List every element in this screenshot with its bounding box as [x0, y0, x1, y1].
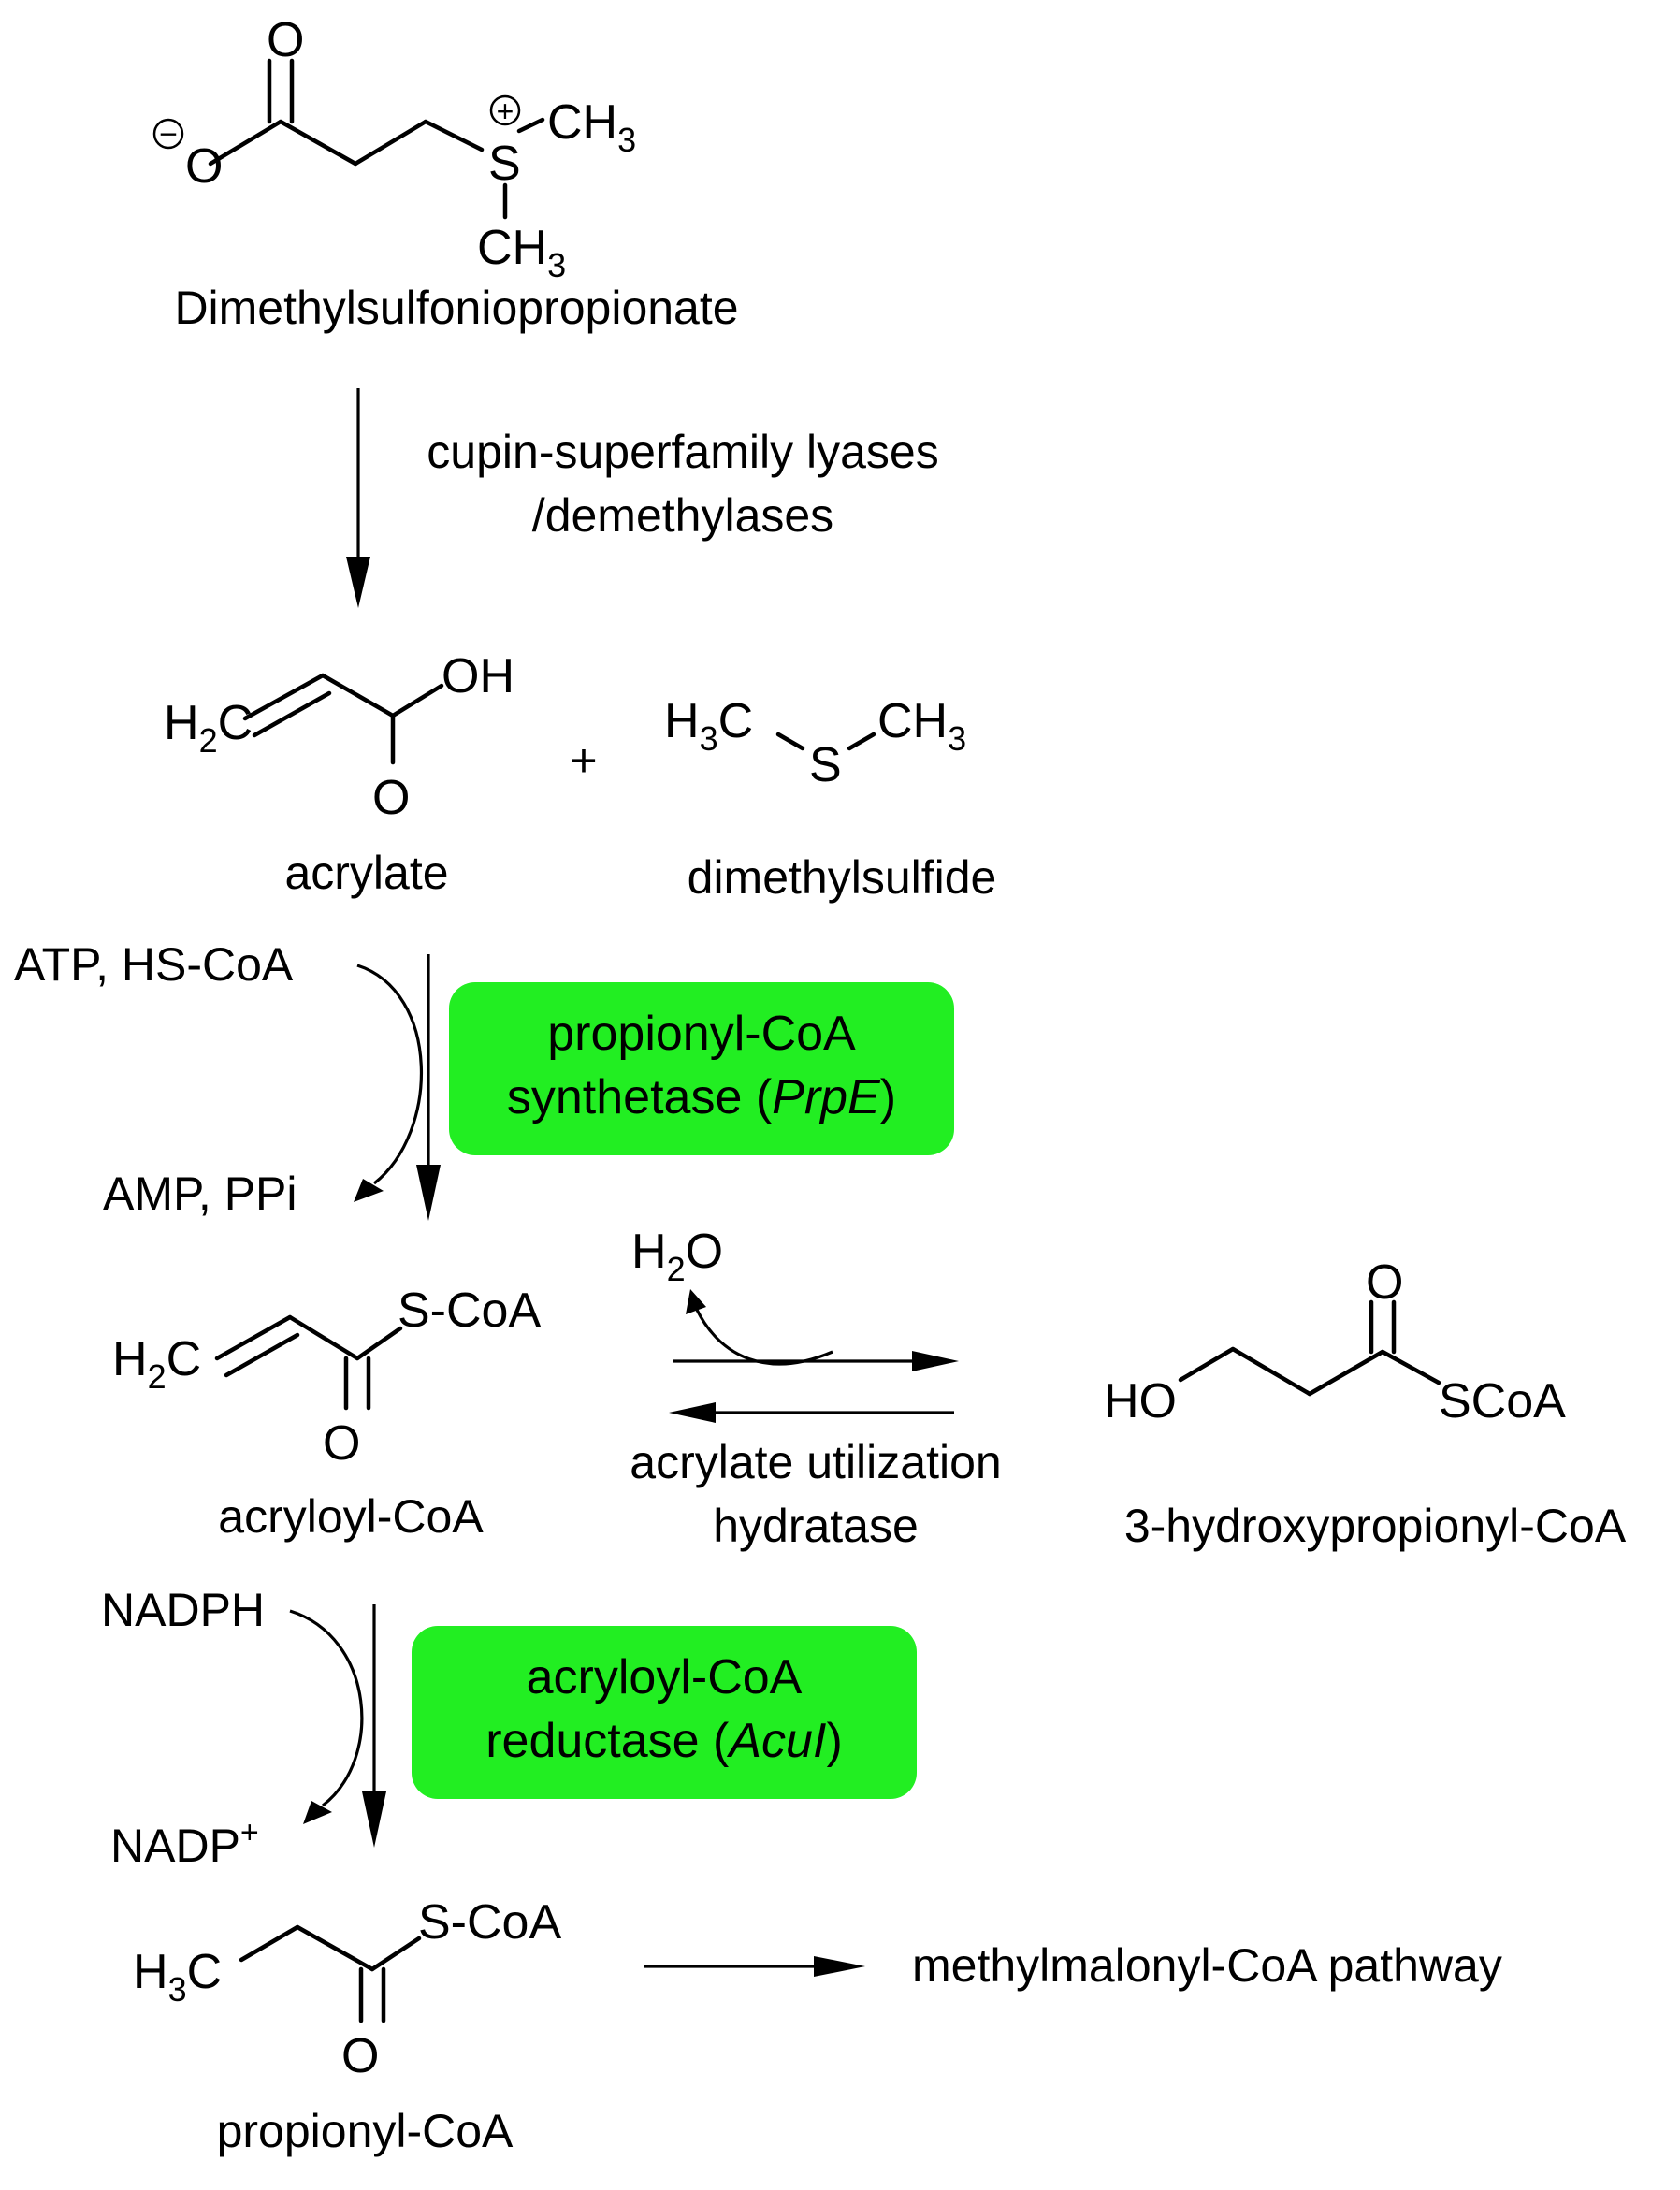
dmsp-s: S — [488, 137, 521, 191]
dmsp-structure: O O − S + CH3 CH3 — [152, 13, 636, 284]
acryloyl-coa-structure: H2C S-CoA O — [112, 1284, 541, 1471]
step4-cosubstrate: NADPH — [101, 1584, 265, 1636]
step3-enzyme-line2: hydratase — [713, 1500, 919, 1552]
step4-coproduct: NADP+ — [110, 1815, 259, 1872]
step3-enzyme-line1: acrylate utilization — [630, 1436, 1001, 1488]
propionyl-coa-structure: H3C S-CoA O — [133, 1895, 561, 2083]
hp-coa-scoa: SCoA — [1439, 1374, 1566, 1429]
step2-enzyme-line2: synthetase (PrpE) — [507, 1070, 896, 1124]
step2-enzyme-box — [449, 982, 954, 1155]
propionyl-h3c: H3C — [133, 1945, 222, 2009]
step4-enzyme-box — [412, 1626, 917, 1799]
hp-coa-ho: HO — [1104, 1374, 1177, 1429]
step2-side-arrow — [356, 964, 424, 1185]
step4-side-arrow — [289, 1609, 364, 1807]
hp-coa-name: 3-hydroxypropionyl-CoA — [1124, 1500, 1627, 1552]
step1-enzyme-line2: /demethylases — [532, 489, 833, 542]
step4-enzyme-line1: acryloyl-CoA — [527, 1650, 803, 1704]
propionyl-o: O — [341, 2029, 379, 2083]
dms-ch3: CH3 — [877, 694, 966, 758]
plus-charge: + — [497, 94, 514, 128]
hp-coa-o: O — [1366, 1255, 1403, 1310]
dmsp-ch3-b: CH3 — [477, 221, 566, 284]
dms-s: S — [809, 738, 842, 792]
step5-destination: methylmalonyl-CoA pathway — [912, 1939, 1502, 1992]
step2-coproduct: AMP, PPi — [103, 1168, 297, 1220]
hp-coa-structure: HO SCoA O — [1104, 1255, 1566, 1429]
acrylate-name: acrylate — [284, 847, 448, 899]
dms-name: dimethylsulfide — [688, 851, 997, 904]
acrylate-structure: H2C OH O — [164, 649, 514, 825]
step1-enzyme-line1: cupin-superfamily lyases — [427, 426, 938, 478]
acrylate-o: O — [372, 771, 410, 825]
dmsp-ch3-a: CH3 — [547, 95, 636, 159]
acryloyl-h2c: H2C — [112, 1332, 201, 1396]
propionyl-coa-name: propionyl-CoA — [217, 2105, 514, 2157]
dmsp-name: Dimethylsulfoniopropionate — [174, 282, 738, 334]
acryloyl-o: O — [323, 1416, 360, 1471]
acryloyl-coa-name: acryloyl-CoA — [218, 1490, 484, 1543]
acryloyl-scoa: S-CoA — [398, 1284, 541, 1338]
acrylate-oh: OH — [442, 649, 514, 703]
dms-h3c: H3C — [664, 694, 753, 758]
water-label: H2O — [631, 1225, 723, 1288]
step4-enzyme-line2: reductase (AcuI) — [485, 1714, 843, 1768]
step2-enzyme-line1: propionyl-CoA — [547, 1007, 856, 1061]
dmsp-o-minus: O — [185, 139, 223, 194]
water-release-arrow — [695, 1309, 833, 1366]
step2-cosubstrate: ATP, HS-CoA — [14, 938, 294, 991]
plus-sign: + — [570, 734, 597, 787]
acrylate-h2c: H2C — [164, 696, 253, 760]
dms-structure: H3C S CH3 — [664, 694, 966, 792]
propionyl-scoa: S-CoA — [418, 1895, 561, 1950]
dmsp-o-top: O — [267, 13, 304, 67]
minus-charge: − — [159, 117, 178, 152]
